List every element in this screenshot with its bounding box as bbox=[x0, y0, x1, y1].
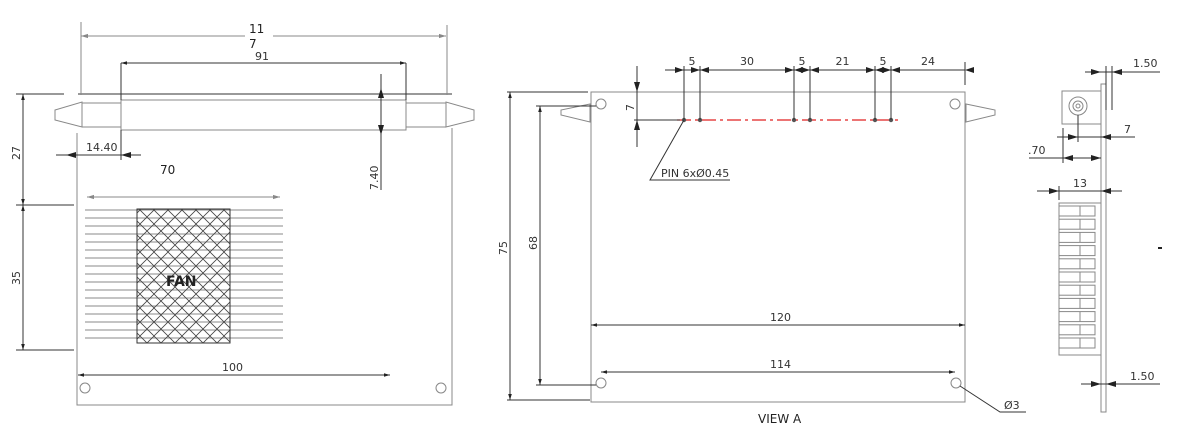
fin bbox=[1058, 245, 1096, 257]
fan bbox=[136, 208, 231, 344]
connector-body bbox=[1061, 90, 1102, 125]
fin bbox=[1058, 218, 1096, 230]
fin bbox=[1058, 271, 1096, 283]
dim-label: 1.50 bbox=[1133, 57, 1158, 70]
dim-label: .70 bbox=[1028, 144, 1046, 157]
dim-label: 68 bbox=[527, 236, 540, 250]
dim-label: 13 bbox=[1073, 177, 1087, 190]
side-view: 1.50 7 .70 13 1.50 bbox=[1028, 57, 1162, 413]
plate-edge bbox=[1100, 83, 1107, 413]
fin bbox=[1058, 231, 1096, 243]
dim-label: 1.50 bbox=[1130, 370, 1155, 383]
mount-hole bbox=[950, 377, 962, 389]
fin bbox=[1058, 205, 1096, 217]
fin bbox=[1058, 337, 1096, 349]
view-caption: VIEW A bbox=[758, 412, 802, 426]
view-a: 5 30 5 21 5 24 7 PIN 6xØ0.45 75 68 120 114 Ø3… bbox=[497, 55, 1026, 426]
module-plate bbox=[76, 128, 453, 406]
fin bbox=[1058, 297, 1096, 309]
dim-label: 91 bbox=[255, 50, 269, 63]
dim-label: 24 bbox=[921, 55, 935, 68]
mount-hole bbox=[79, 382, 91, 394]
dim-label: 5 bbox=[880, 55, 887, 68]
dim-label: 35 bbox=[10, 271, 23, 285]
dim-arrow bbox=[785, 67, 819, 73]
dim-arrow bbox=[866, 67, 900, 73]
dim-label: 14.40 bbox=[86, 141, 118, 154]
dim-arrow bbox=[675, 67, 709, 73]
fin bbox=[1058, 284, 1096, 296]
fin bbox=[1058, 324, 1096, 336]
dim-label: 120 bbox=[770, 311, 791, 324]
dim-label: 100 bbox=[222, 361, 243, 374]
dim-label: 75 bbox=[497, 241, 510, 255]
dim-label: 5 bbox=[689, 55, 696, 68]
dim-label: 5 bbox=[799, 55, 806, 68]
dim-label: 70 bbox=[160, 163, 175, 177]
dim-label: 7 bbox=[1124, 123, 1131, 136]
fin bbox=[1058, 258, 1096, 270]
fan-label: FAN bbox=[166, 274, 197, 290]
mount-hole bbox=[595, 377, 607, 389]
fin bbox=[1058, 311, 1096, 323]
dim-label: 21 bbox=[836, 55, 850, 68]
dim-label: 7 bbox=[624, 104, 637, 111]
fiber-connector bbox=[560, 103, 996, 123]
module-plate bbox=[590, 91, 966, 403]
hole-note: Ø3 bbox=[1004, 399, 1020, 412]
dim-label: 7.40 bbox=[368, 166, 381, 191]
mount-hole bbox=[949, 98, 961, 110]
dim-label: 11 bbox=[249, 22, 264, 36]
mount-hole bbox=[595, 98, 607, 110]
top-view: FAN 11 7 91 27 35 14.40 70 7.40 100 bbox=[10, 22, 475, 406]
pin-note: PIN 6xØ0.45 bbox=[661, 167, 729, 180]
dim-label: 114 bbox=[770, 358, 791, 371]
dim-label: 27 bbox=[10, 146, 23, 160]
mount-hole bbox=[435, 382, 447, 394]
tube bbox=[120, 99, 407, 131]
dim-label: 30 bbox=[740, 55, 754, 68]
dim-label: 7 bbox=[249, 37, 257, 51]
fiber-connector bbox=[54, 101, 475, 128]
